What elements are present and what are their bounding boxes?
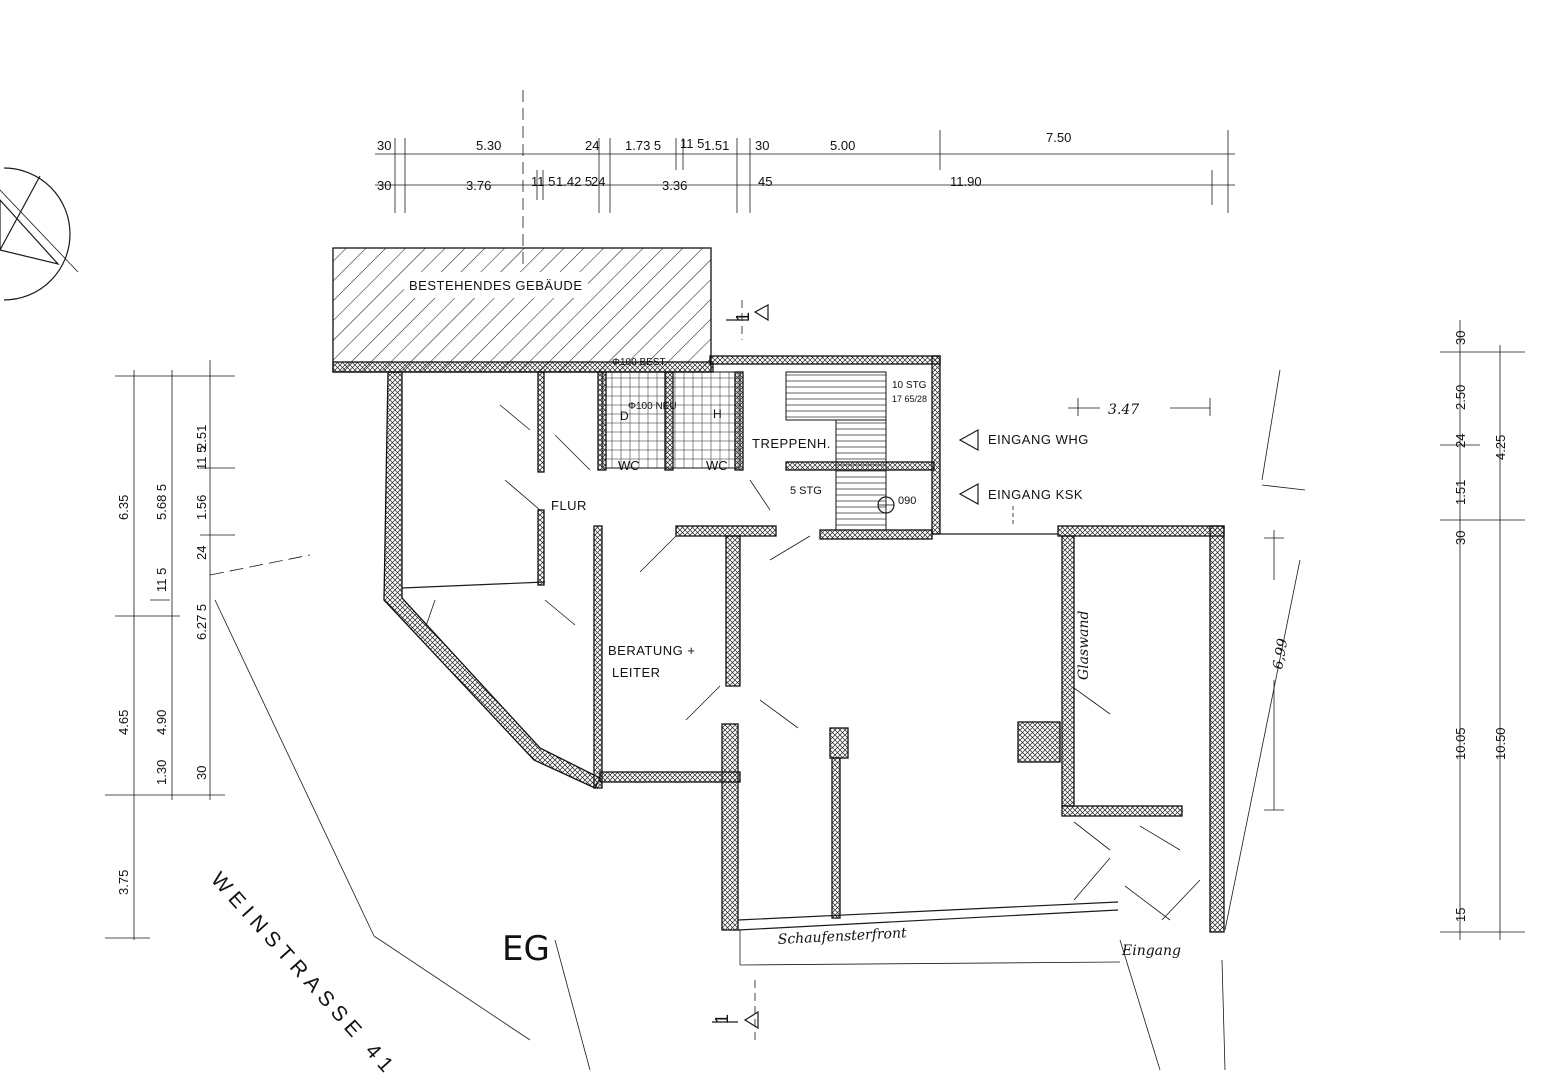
dim-right-4: 1.51: [1453, 480, 1468, 505]
dim-right-1: 30: [1453, 331, 1468, 345]
shaft-label: 090: [898, 495, 916, 507]
pipe-label-mid: Φ100 NEU: [628, 401, 677, 412]
dim-left-2: 5.68 5: [154, 484, 169, 520]
dim-left-13: 3.75: [116, 870, 131, 895]
street-label: WEINSTRASSE 41: [206, 868, 401, 1080]
top-dimension-chain: [375, 90, 1235, 270]
dim-top-4: 1.73 5: [625, 138, 661, 153]
dim-right-3: 24: [1453, 434, 1468, 448]
room-h-label: H: [713, 407, 722, 421]
entrance-apartment-label: EINGANG WHG: [988, 432, 1089, 447]
pipe-label-top: Φ100 BEST.: [612, 357, 667, 368]
dim-left-4: 11 5: [194, 446, 209, 470]
stairwell-label: TREPPENH.: [752, 436, 831, 451]
room-d-label: D: [620, 409, 629, 423]
north-arrow-icon: [0, 167, 79, 301]
existing-building-label: BESTEHENDES GEBÄUDE: [409, 278, 583, 293]
dim-left-7: 11 5: [154, 568, 169, 592]
stairs-5-label: 5 STG: [790, 485, 822, 497]
dim-right-9: 15: [1453, 908, 1468, 922]
dim-left-5: 1.56: [194, 495, 209, 520]
dim-top-3: 24: [585, 138, 599, 153]
dim-right-5: 30: [1453, 531, 1468, 545]
dim-left-6: 24: [194, 546, 209, 560]
entrance-ksk-arrow-icon: [958, 482, 979, 506]
left-dimension-chain: [105, 360, 235, 940]
dim-top-r2-3: 11 5: [531, 174, 555, 189]
wc-left-label: WC: [618, 458, 640, 473]
walls: [332, 355, 1225, 933]
dim-right-7: 10.05: [1453, 727, 1468, 760]
dim-top-r2-4: 1.42 5: [556, 174, 592, 189]
street-outline: [209, 369, 1306, 1071]
entrance-label: Eingang: [1121, 943, 1181, 959]
dim-top-6: 1.51: [704, 138, 729, 153]
shop-front-label: Schaufensterfront: [777, 925, 907, 948]
dim-left-9: 4.65: [116, 710, 131, 735]
dim-left-10: 4.90: [154, 710, 169, 735]
dim-top-r2-2: 3.76: [466, 178, 491, 193]
dim-right-8: 10.50: [1493, 727, 1508, 760]
dim-left-3: 2.51: [194, 425, 209, 450]
dim-right-2: 2.50: [1453, 385, 1468, 410]
entrance-ksk-label: EINGANG KSK: [988, 487, 1083, 502]
dim-top-r2-5: 24: [591, 174, 605, 189]
dim-top-8: 5.00: [830, 138, 855, 153]
dim-top-5: 11 5: [680, 136, 704, 151]
existing-building: [332, 247, 712, 373]
dim-top-r2-6: 3.36: [662, 178, 687, 193]
entrance-apartment-arrow-icon: [958, 428, 979, 452]
dim-left-12: 30: [194, 766, 209, 780]
inner-dimensions: [1068, 398, 1284, 811]
dim-347-label: 3.47: [1108, 402, 1139, 418]
section-marker-bottom: [712, 980, 759, 1040]
section-label-top: 1: [733, 312, 753, 322]
dim-top-2: 5.30: [476, 138, 501, 153]
door-swings: [425, 404, 1201, 921]
dim-top-r2-1: 30: [377, 178, 391, 193]
dim-top-1: 30: [377, 138, 391, 153]
dim-top-9: 7.50: [1046, 130, 1071, 145]
wc-right-label: WC: [706, 458, 728, 473]
dim-left-8: 6.27 5: [194, 604, 209, 640]
dim-left-11: 1.30: [154, 760, 169, 785]
section-label-bottom: 1: [712, 1014, 732, 1024]
dim-right-6: 4.25: [1493, 435, 1508, 460]
dim-top-7: 30: [755, 138, 769, 153]
dim-left-1: 6.35: [116, 495, 131, 520]
dim-top-r2-7: 45: [758, 174, 772, 189]
office-label-1: BERATUNG +: [608, 643, 695, 658]
section-marker-top: [726, 300, 769, 340]
floor-label: EG: [502, 929, 550, 969]
glass-wall-label: Glaswand: [1076, 610, 1092, 680]
stairs-10-label: 10 STG: [892, 380, 927, 391]
hallway-label: FLUR: [551, 498, 587, 513]
stairs-ratio-label: 17 65/28: [892, 394, 927, 404]
dim-top-r2-8: 11.90: [950, 174, 982, 189]
right-dimension-chain: [1440, 320, 1525, 940]
dim-699-label: 6,99: [1270, 637, 1291, 671]
office-label-2: LEITER: [612, 665, 661, 680]
